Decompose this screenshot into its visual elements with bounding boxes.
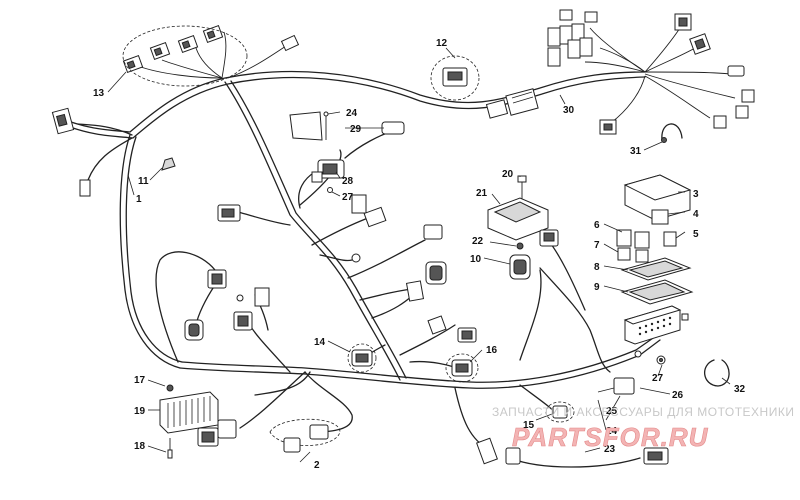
callout-7: 7 [594, 240, 600, 251]
callout-32: 32 [734, 384, 746, 395]
callout-17: 17 [134, 375, 146, 386]
fuse-box-assembly [616, 174, 694, 358]
callout-5: 5 [693, 229, 699, 240]
callout-13: 13 [93, 88, 105, 99]
leader-lines [107, 47, 731, 463]
callout-29: 29 [350, 124, 362, 135]
callout-26: 26 [672, 390, 684, 401]
callout-1: 1 [136, 194, 142, 205]
callout-27-top: 27 [342, 192, 354, 203]
callout-11: 11 [138, 176, 149, 187]
clip-31 [661, 123, 683, 143]
callout-27-right: 27 [652, 373, 664, 384]
relay-26 [597, 355, 666, 395]
callout-8: 8 [594, 262, 600, 273]
callout-22: 22 [472, 236, 484, 247]
connector-12 [430, 55, 480, 101]
callout-4: 4 [693, 209, 699, 220]
callout-12: 12 [436, 38, 448, 49]
ring-32 [704, 359, 730, 387]
connector-left-top [51, 107, 91, 197]
callout-18: 18 [134, 441, 146, 452]
fuse-holder-2 [269, 418, 341, 453]
callout-15: 15 [523, 420, 535, 431]
connectors [51, 9, 755, 465]
bracket-24-28 [289, 111, 405, 193]
callout-10: 10 [470, 254, 482, 265]
connector-16 [445, 353, 479, 383]
callout-21: 21 [476, 188, 488, 199]
callout-28: 28 [342, 176, 354, 187]
regulator-19 [159, 384, 237, 459]
watermark: ЗАПЧАСТИ И АКСЕССУАРЫ ДЛЯ МОТОТЕХНИКИ PA… [492, 405, 794, 452]
callout-24-top: 24 [346, 108, 358, 119]
clip-11 [161, 157, 176, 171]
connector-15 [545, 401, 575, 423]
callout-labels: 1 2 3 4 5 6 7 8 9 10 11 12 13 14 15 16 1… [93, 38, 746, 471]
callout-30: 30 [563, 105, 575, 116]
callout-3: 3 [693, 189, 699, 200]
ecu-module-21 [487, 175, 559, 250]
callout-14: 14 [314, 337, 326, 348]
callout-2: 2 [314, 460, 320, 471]
callout-31: 31 [630, 146, 642, 157]
connector-group-13 [122, 24, 300, 87]
callout-6: 6 [594, 220, 600, 231]
center-connectors [184, 194, 477, 343]
callout-20: 20 [502, 169, 514, 180]
callout-25: 25 [606, 406, 618, 417]
callout-16: 16 [486, 345, 498, 356]
callout-19: 19 [134, 406, 146, 417]
connector-14 [347, 343, 377, 373]
callout-23: 23 [604, 444, 616, 455]
watermark-tagline: ЗАПЧАСТИ И АКСЕССУАРЫ ДЛЯ МОТОТЕХНИКИ [492, 405, 794, 419]
connector-23 [476, 437, 669, 465]
callout-9: 9 [594, 282, 600, 293]
callout-24-bottom: 24 [606, 426, 618, 437]
watermark-logo: PARTSFOR.RU [512, 422, 709, 452]
right-connector-cluster [547, 9, 755, 135]
connector-10 [509, 254, 531, 280]
connector-30-pair [485, 88, 539, 119]
